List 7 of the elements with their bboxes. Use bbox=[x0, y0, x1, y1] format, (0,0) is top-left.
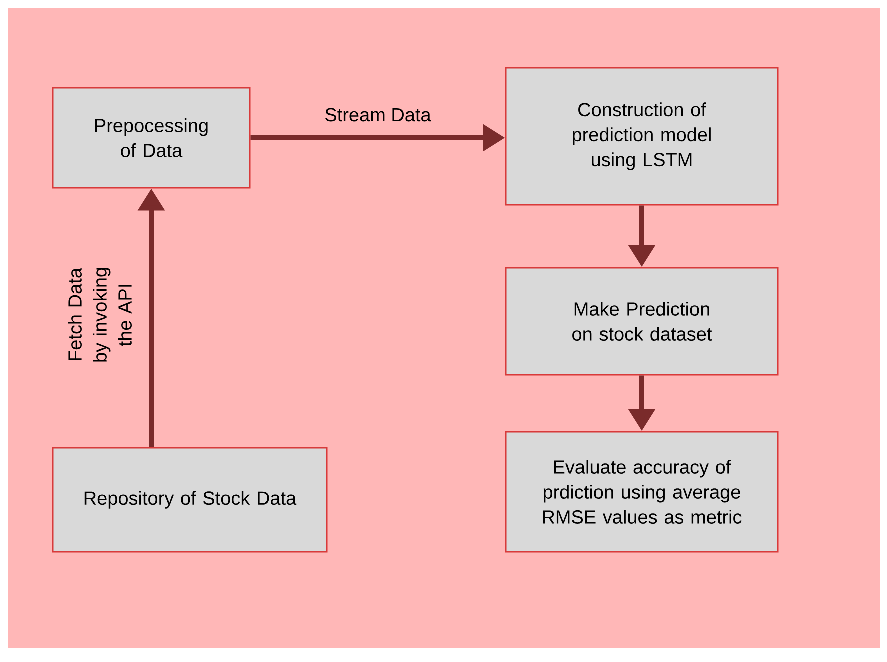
edge-label: Fetch Data by invoking the API bbox=[68, 268, 132, 362]
process-box: Make Prediction on stock dataset bbox=[505, 267, 779, 376]
process-box: Construction of prediction model using LSTM bbox=[505, 67, 779, 206]
edge-label: Stream Data bbox=[326, 108, 432, 122]
process-box: Repository of Stock Data bbox=[52, 447, 328, 553]
process-box: Evaluate accuracy of prdiction using average RMSE values as metric bbox=[505, 431, 779, 553]
process-box: Prepocessing of Data bbox=[52, 87, 251, 189]
